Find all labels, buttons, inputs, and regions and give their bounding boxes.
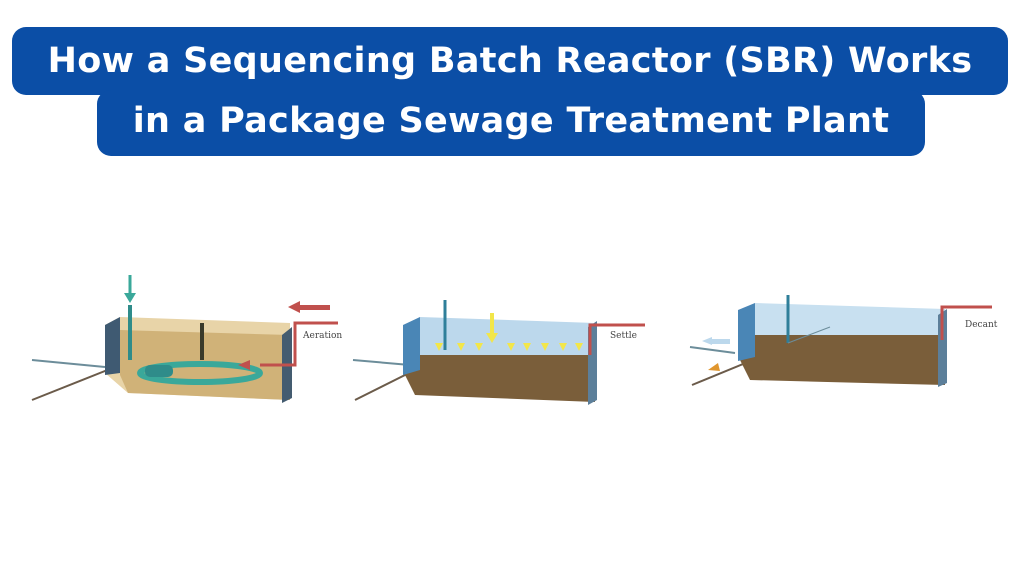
title-line2: in a Package Sewage Treatment Plant [132, 101, 890, 141]
effluent-arrow-icon [712, 339, 730, 344]
screen-icon [403, 317, 420, 375]
settle-arrow-icon [486, 333, 498, 343]
aeration-tank-diagram: Aeration [31, 275, 342, 403]
air-arrow-icon [288, 301, 300, 313]
stage-label-settle: Settle [610, 331, 637, 341]
stage-label-decant: Decant [965, 320, 998, 330]
settling-arrows [435, 343, 583, 351]
title-line1: How a Sequencing Batch Reactor (SBR) Wor… [47, 41, 973, 81]
settle-tank-diagram: Settle [352, 300, 645, 405]
circulation-arrow-icon [137, 361, 263, 385]
screen-icon [738, 303, 755, 361]
sludge-arrow-icon [708, 363, 720, 371]
screen-icon [105, 317, 120, 375]
title-banner-line1: How a Sequencing Batch Reactor (SBR) Wor… [12, 27, 1008, 95]
stage-label-aeration: Aeration [302, 331, 342, 341]
title-banner-line2: in a Package Sewage Treatment Plant [97, 90, 925, 156]
decant-tank-diagram: Decant [689, 295, 998, 387]
inflow-arrow-icon [124, 293, 136, 303]
